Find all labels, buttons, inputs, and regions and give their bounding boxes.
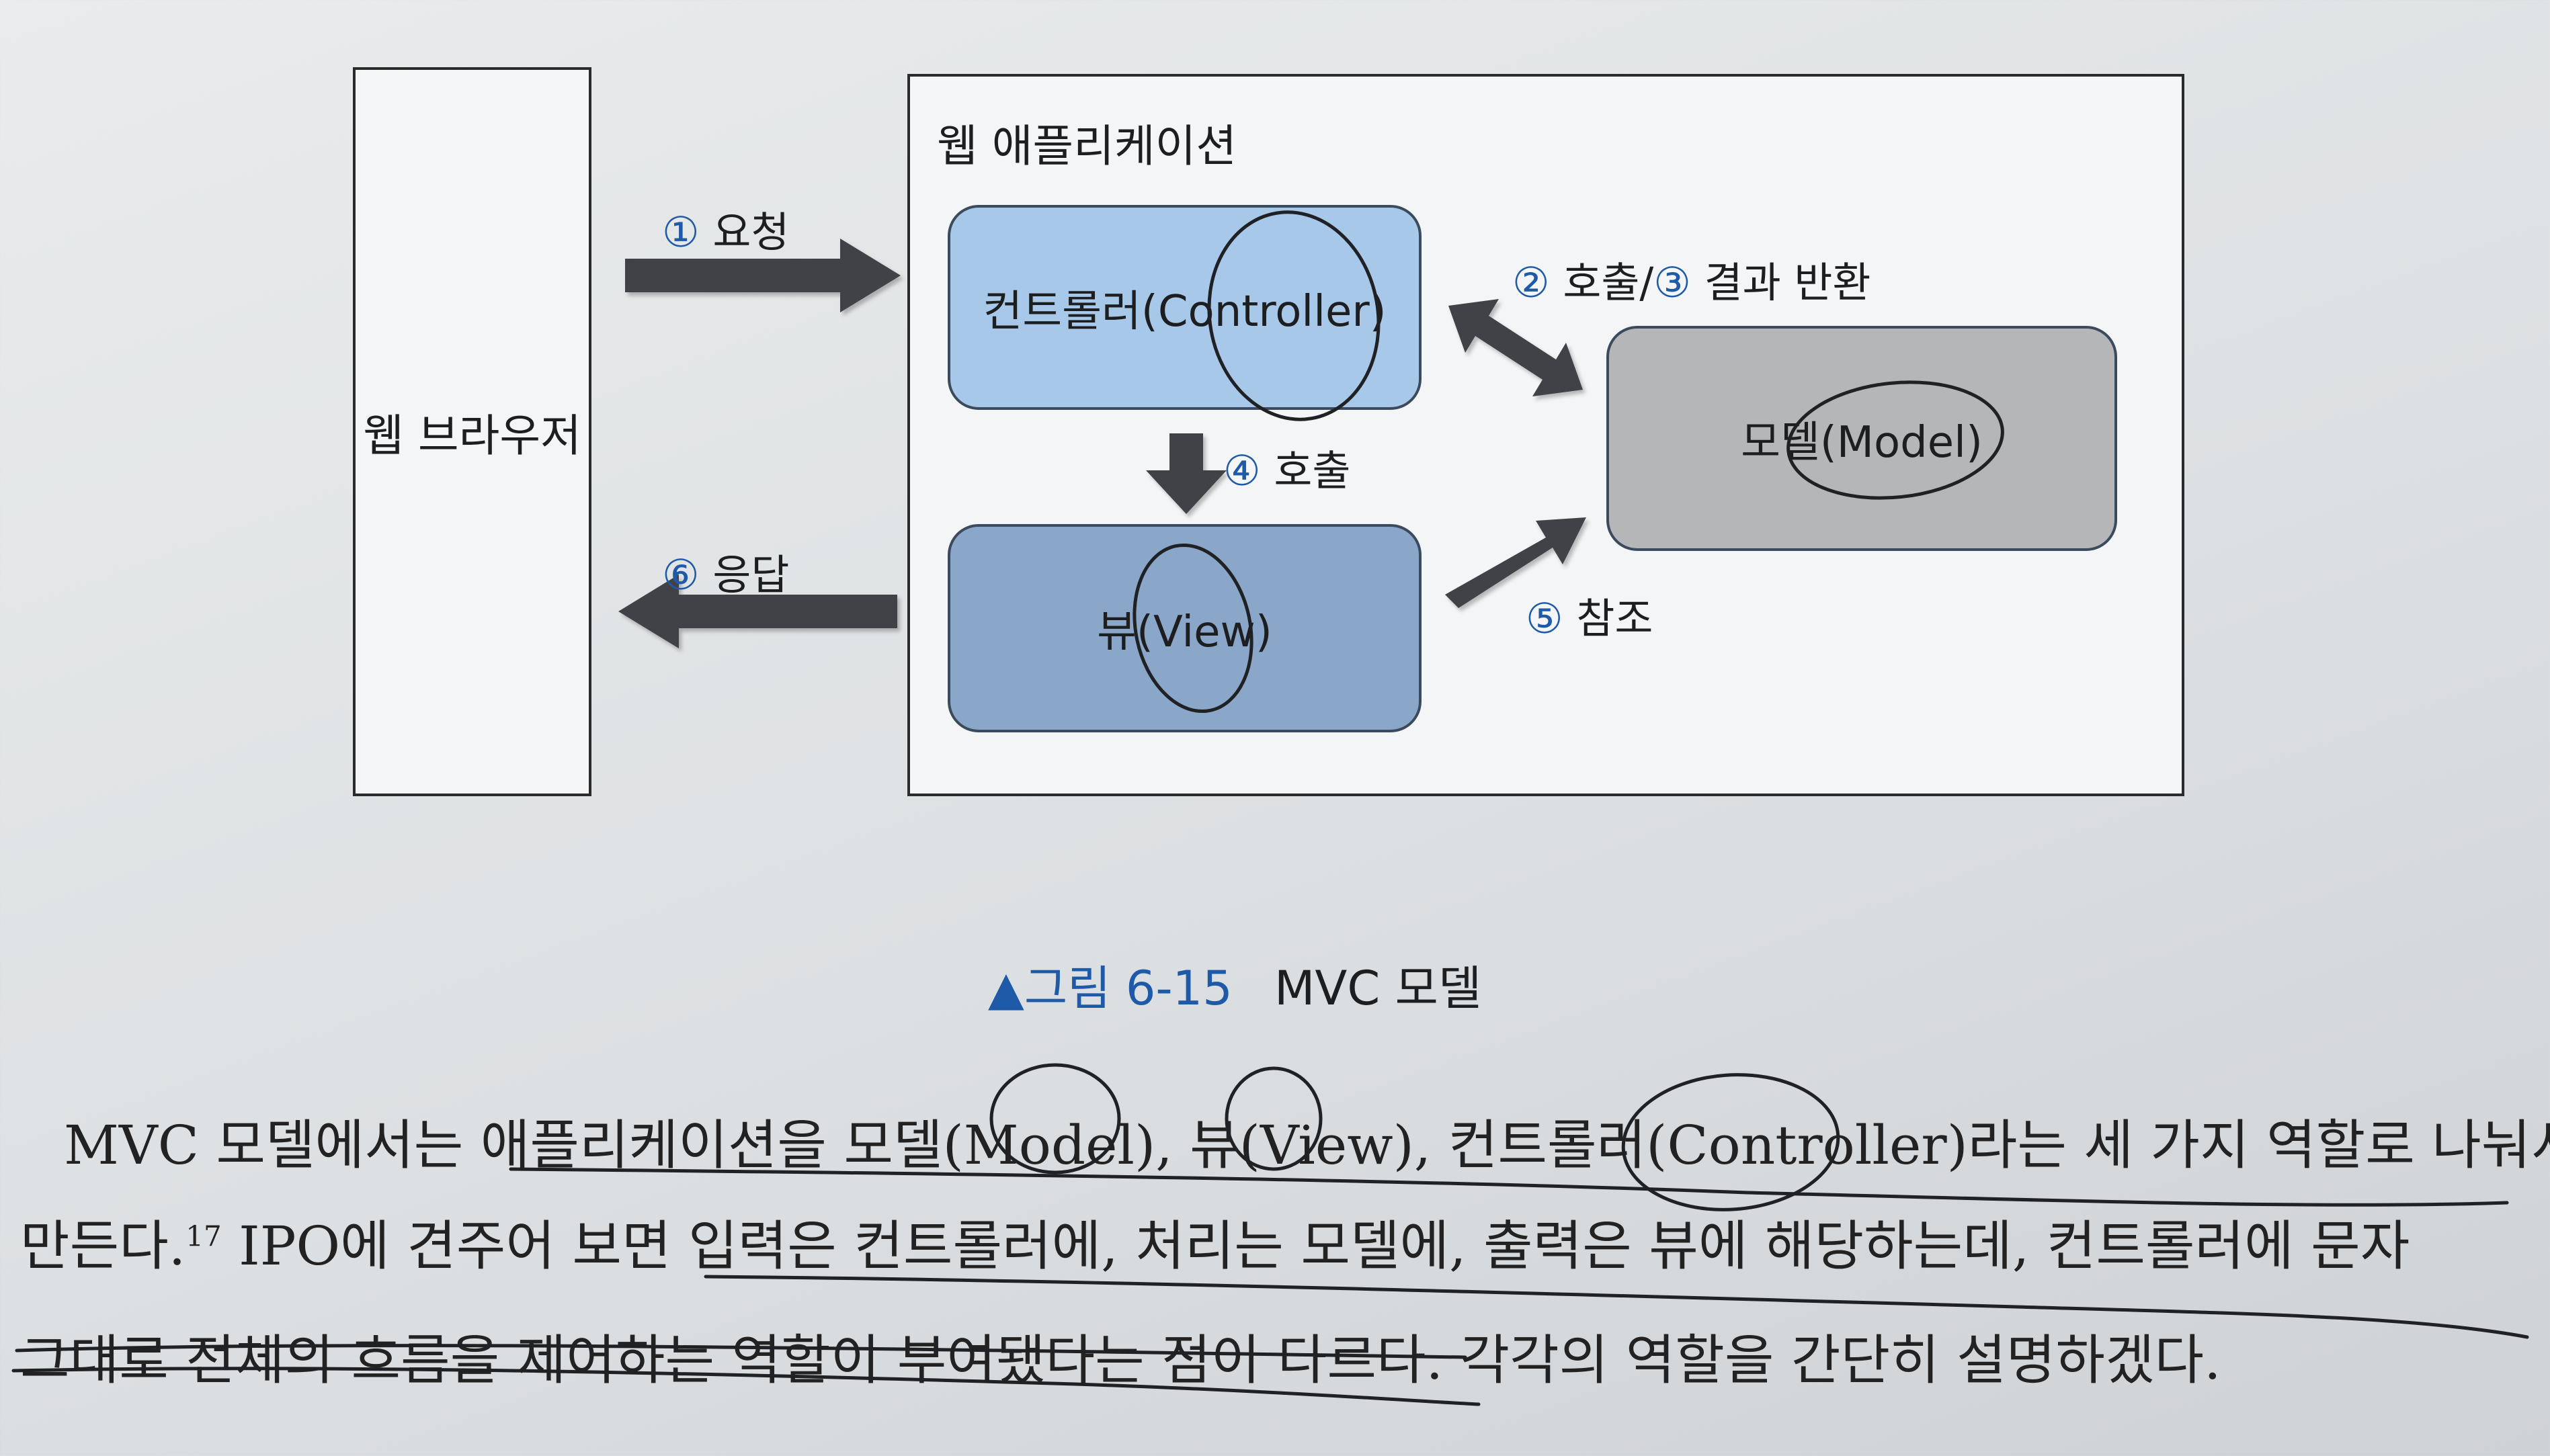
figure-number: ▲그림 6-15: [988, 961, 1233, 1016]
edge-reference-label: ⑤ 참조: [1526, 594, 1653, 643]
edge-request-label: ① 요청: [662, 208, 790, 257]
request-arrow: [625, 239, 901, 312]
footnote-marker: 17: [186, 1219, 222, 1253]
body-line-1: MVC 모델에서는 애플리케이션을 모델(Model), 뷰(View), 컨트…: [64, 1114, 2550, 1176]
reference-arrow: [1445, 517, 1586, 608]
figure-title: MVC 모델: [1274, 961, 1482, 1016]
body-line-2: 만든다.17 IPO에 견주어 보면 입력은 컨트롤러에, 처리는 모델에, 출…: [20, 1215, 2410, 1277]
response-arrow: [618, 574, 897, 648]
call-arrow-down: [1146, 433, 1227, 514]
edge-response-label: ⑥ 응답: [662, 550, 790, 599]
edge-call-label: ④ 호출: [1223, 446, 1351, 495]
web-application-label: 웹 애플리케이션: [937, 120, 1237, 172]
web-browser-label: 웹 브라우저: [363, 409, 581, 462]
figure-caption: ▲그림 6-15 MVC 모델: [988, 951, 1481, 1019]
body-line-3: 그대로 전체의 흐름을 제어하는 역할이 부여됐다는 점이 다르다. 각각의 역…: [20, 1329, 2221, 1391]
edge-call-result-label: ② 호출/③ 결과 반환: [1512, 258, 1871, 307]
web-browser-box: 웹 브라우저: [353, 67, 591, 796]
call-result-arrow: [1448, 299, 1583, 396]
